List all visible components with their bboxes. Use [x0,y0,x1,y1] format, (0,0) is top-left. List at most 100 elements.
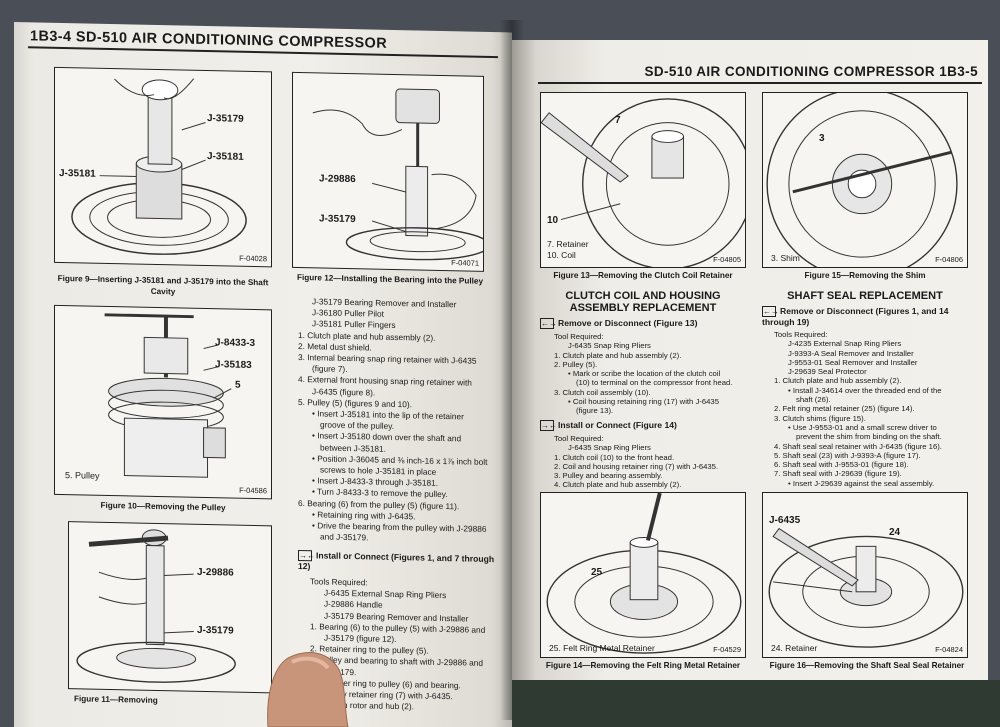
section-clutch-coil-title: CLUTCH COIL AND HOUSING ASSEMBLY REPLACE… [565,290,721,314]
figure-10-code: F-04586 [239,485,267,496]
text-line: 3. Clutch shims (figure 15). [774,413,866,423]
figure-9-caption: Figure 9—Inserting J-35181 and J-35179 i… [57,273,269,297]
figure-9-code: F-04028 [239,253,267,264]
figure-12-label-1: J-29886 [319,173,356,186]
text-line: 4. Clutch plate and hub assembly (2). [554,480,682,490]
figure-16: J-6435 24 24. Retainer F-04824 [762,492,968,658]
text-line: Tool Required: [554,434,604,443]
figure-10-label-1: J-8433-3 [215,337,256,350]
figure-14: 25 25. Felt Ring Metal Retainer F-04529 [540,492,746,658]
text-line: J-6435 Snap Ring Pliers [568,341,651,351]
text-line: 2. Coil and housing retainer ring (7) wi… [554,461,719,471]
text-line: • Insert J-29639 against the seal assemb… [788,478,935,488]
left-install-heading: →←Install or Connect (Figures 1, and 7 t… [298,550,504,577]
left-text-column: J-35179 Bearing Remover and Installer J-… [298,296,504,547]
right-page: SD-510 AIR CONDITIONING COMPRESSOR 1B3-5… [512,40,988,690]
figure-10: J-8433-3 J-35183 5 5. Pulley F-04586 [54,304,272,500]
text-line: 7. Shaft seal with J-29639 (figure 19). [774,469,902,479]
figure-13: 7 10 7. Retainer 10. Coil F-04805 [540,92,746,268]
section-a-remove-heading-text: Remove or Disconnect (Figure 13) [558,318,698,328]
text-line: shaft (26). [796,395,831,405]
text-line: (figure 13). [576,406,614,416]
figure-16-label-1: J-6435 [769,515,801,526]
figure-13-label-1: 7 [615,115,621,126]
section-a-remove-list: Tool Required: J-6435 Snap Ring Pliers 1… [554,332,748,416]
text-line: Tools Required: [774,330,828,339]
text-line: • Use J-9553-01 and a small screw driver… [788,422,937,432]
figure-9-label-1: J-35179 [207,113,244,125]
text-line: J-9553-01 Seal Remover and Installer [788,357,918,367]
text-line: J-29639 Seal Protector [788,367,867,377]
figure-16-caption: Figure 16—Removing the Shaft Seal Seal R… [769,661,965,670]
figure-11-illustration [76,529,236,683]
section-shaft-seal-title: SHAFT SEAL REPLACEMENT [787,290,943,302]
install-arrows-icon: →← [540,420,557,432]
figure-9-illustration [71,78,247,255]
section-b-remove-heading-text: Remove or Disconnect (Figures 1, and 14 … [762,306,949,328]
figure-10-legend: 5. Pulley [65,470,100,481]
figure-15-legend: 3. Shim [771,253,800,263]
figure-9-label-2: J-35181 [207,151,244,163]
section-b-remove-heading: ←→Remove or Disconnect (Figures 1, and 1… [762,306,968,328]
text-line: 5. Shaft seal (23) with J-9393-A (figure… [774,450,921,460]
figure-12-caption: Figure 12—Installing the Bearing into th… [296,272,484,286]
figure-10-label-3: 5 [235,379,241,391]
remove-arrows-icon: ←→ [762,306,779,318]
figure-12: J-29886 J-35179 F-04071 [292,71,484,272]
figure-13-code: F-04805 [713,255,741,264]
left-page: 1B3-4 SD-510 AIR CONDITIONING COMPRESSOR… [14,22,512,727]
figure-14-code: F-04529 [713,645,741,654]
figure-10-caption: Figure 10—Removing the Pulley [100,500,226,513]
figure-14-caption: Figure 14—Removing the Felt Ring Metal R… [545,661,741,670]
figure-14-illustration [546,493,742,654]
text-line: J-9393-A Seal Remover and Installer [788,348,914,358]
text-line: prevent the shim from binding on the sha… [796,432,942,442]
install-arrows-icon: →← [298,550,315,562]
section-b-remove-list: Tools Required: J-4235 External Snap Rin… [774,330,972,488]
text-line: 6. Shaft seal with J-9553-01 (figure 18)… [774,460,909,470]
text-line: 3. Pulley and bearing assembly. [554,471,663,481]
figure-14-legend: 25. Felt Ring Metal Retainer [549,643,655,653]
figure-11: J-29886 J-35179 [68,521,272,694]
text-line: 3. Clutch coil assembly (10). [554,387,651,397]
figure-10-illustration [104,313,232,478]
text-line: J-6435 Snap Ring Pliers [568,443,651,453]
text-line: 1. Clutch plate and hub assembly (2). [554,350,682,360]
figure-15: 3 3. Shim F-04806 [762,92,968,268]
section-a-install-heading-text: Install or Connect (Figure 14) [558,420,677,430]
text-line: Tool Required: [554,332,604,341]
header-rule [538,82,982,84]
section-a-install-list: Tool Required: J-6435 Snap Ring Pliers 1… [554,434,748,490]
right-page-header: SD-510 AIR CONDITIONING COMPRESSOR 1B3-5 [644,64,978,79]
figure-12-code: F-04071 [451,258,479,268]
figure-13-illustration [541,98,745,267]
text-line: (10) to terminal on the compressor front… [576,378,733,388]
figure-12-label-2: J-35179 [319,213,356,226]
text-line: 2. Felt ring metal retainer (25) (figure… [774,404,915,414]
figure-15-label-1: 3 [819,133,825,144]
figure-15-caption: Figure 15—Removing the Shim [804,271,926,280]
section-a-remove-heading: ←→Remove or Disconnect (Figure 13) [540,318,746,330]
figure-12-illustration [312,88,483,261]
text-line: 1. Clutch plate and hub assembly (2). [774,376,902,386]
text-line: • Coil housing retaining ring (17) with … [568,397,719,407]
remove-arrows-icon: ←→ [540,318,557,330]
figure-16-illustration [768,527,964,648]
figure-11-label-2: J-35179 [197,624,234,637]
figure-16-legend: 24. Retainer [771,643,818,653]
figure-16-code: F-04824 [935,645,963,654]
text-line: • Install J-34614 over the threaded end … [788,385,942,395]
figure-13-legend-1: 7. Retainer [547,239,589,249]
book-cover [512,680,1000,727]
figure-11-caption: Figure 11—Removing [74,694,158,706]
figure-13-caption: Figure 13—Removing the Clutch Coil Retai… [553,271,733,280]
figure-15-code: F-04806 [935,255,963,264]
figure-9: J-35179 J-35181 J-35181 F-04028 [54,66,272,268]
text-line: 2. Pulley (5). [554,359,598,369]
figure-10-label-2: J-35183 [215,359,252,371]
figure-13-label-2: 10 [547,215,559,226]
left-install-heading-text: Install or Connect (Figures 1, and 7 thr… [298,550,495,572]
section-a-install-heading: →←Install or Connect (Figure 14) [540,420,746,432]
text-line: J-4235 External Snap Ring Pliers [788,339,902,349]
